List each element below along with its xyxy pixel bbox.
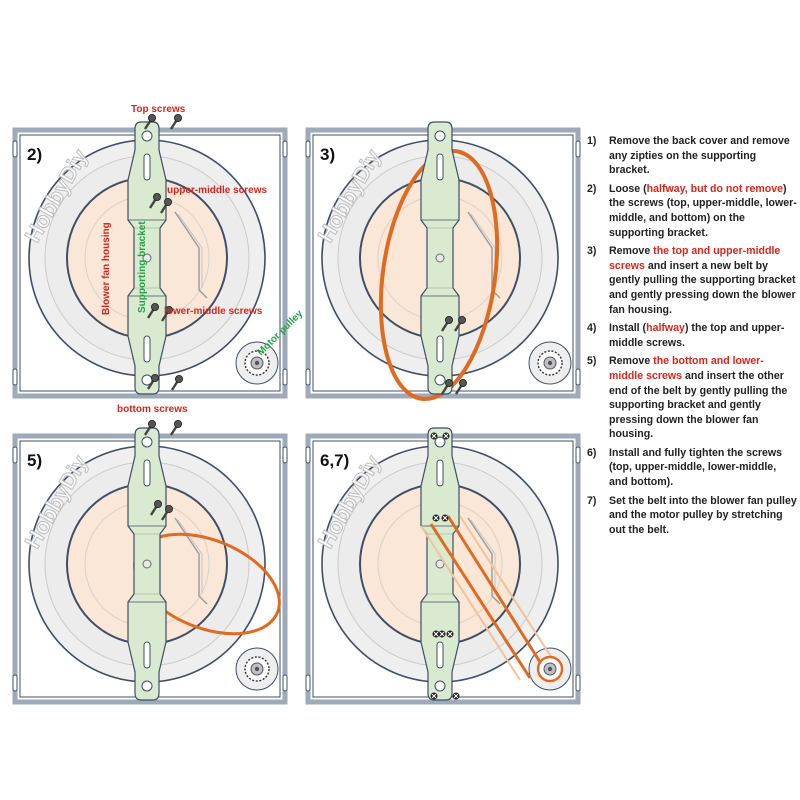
step-text: ) the screws (top, upper-middle, lower-m… — [609, 182, 797, 239]
supporting-bracket — [420, 121, 460, 395]
step-number: 3) — [587, 245, 597, 258]
step-number: 7) — [587, 494, 597, 507]
step-text: Remove — [609, 355, 654, 368]
panel-step-3: HobbyDiy 3) — [306, 121, 580, 402]
step-text: Install and fully tighten the screws (to… — [609, 446, 783, 489]
step-number: 1) — [587, 135, 597, 147]
bottom-screws-label: bottom screws — [117, 404, 188, 415]
panel-step-2: Top screws upper-middle screws lower-mid… — [13, 104, 305, 415]
panel-step-6-7: HobbyDiy 6,7) — [306, 427, 580, 702]
supporting-bracket — [127, 427, 167, 701]
step-highlight-text: the bottom and lower-middle screws — [609, 355, 764, 382]
instruction-step: 3) Remove the top and upper-middle screws… — [583, 244, 797, 317]
step-number: 2) — [587, 182, 597, 195]
instruction-step: 1) Remove the back cover and remove any z… — [583, 134, 797, 178]
step-text: Remove the back cover and remove any zip… — [609, 135, 790, 177]
supporting-bracket — [420, 427, 460, 701]
top-screws-label: Top screws — [131, 104, 186, 115]
instruction-step: 7) Set the belt into the blower fan pulle… — [583, 494, 797, 538]
instruction-step: 5) Remove the bottom and lower-middle scr… — [583, 354, 797, 442]
step-highlight-text: the top and upper-middle screws — [609, 245, 781, 272]
step-text: Set the belt into the blower fan pulley … — [609, 494, 797, 536]
step-number: 6) — [587, 446, 597, 459]
step-highlight-text: halfway — [646, 322, 685, 335]
instruction-step: 4) Install (halfway) the top and upper-mi… — [583, 321, 797, 350]
step-text: Remove — [609, 245, 654, 258]
belt — [420, 515, 564, 683]
upper-middle-screws-label: upper-middle screws — [167, 185, 267, 196]
blower-fan-housing-label: Blower fan housing — [101, 222, 112, 315]
belt — [378, 148, 500, 402]
panel-label: 2) — [27, 145, 42, 164]
panel-label: 5) — [27, 451, 42, 470]
step-text: and insert a new belt by gently pulling … — [609, 259, 796, 316]
step-number: 5) — [587, 355, 597, 368]
step-text: and insert the other end of the belt by … — [609, 369, 788, 441]
instruction-steps: 1) Remove the back cover and remove any z… — [583, 134, 797, 541]
step-highlight-text: halfway, but do not remove — [646, 182, 784, 195]
panel-label: 3) — [320, 145, 335, 164]
instruction-step: 2) Loose (halfway, but do not remove) the… — [583, 182, 797, 240]
instruction-step: 6) Install and fully tighten the screws (… — [583, 446, 797, 490]
step-text: Loose ( — [609, 182, 647, 195]
step-text: Install ( — [609, 322, 647, 335]
panel-step-5: HobbyDiy 5) — [13, 419, 294, 702]
lower-middle-screws-label: lower-middle screws — [164, 306, 263, 317]
step-number: 4) — [587, 322, 597, 335]
step-text: ) the top and upper-middle screws. — [609, 322, 785, 349]
panel-label: 6,7) — [320, 451, 349, 470]
supporting-bracket-label: Supporting bracket — [137, 221, 148, 313]
